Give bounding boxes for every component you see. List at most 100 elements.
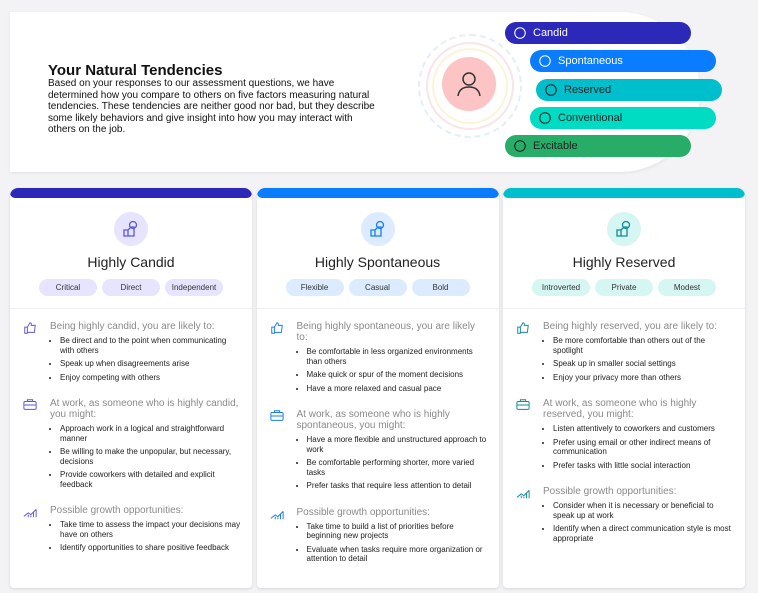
tendency-card-2: Highly Reserved Introverted Private Modest… [503, 188, 745, 588]
factor-pill-excitable[interactable]: Excitable [505, 135, 691, 157]
bullet-list: Listen attentively to coworkers and cust… [543, 424, 735, 470]
factor-icon [539, 55, 551, 67]
divider [10, 308, 252, 309]
section-heading: Possible growth opportunities: [296, 506, 430, 518]
factor-label: Excitable [533, 140, 578, 152]
card-section: At work, as someone who is highly reserv… [503, 398, 745, 470]
factor-icon [539, 112, 551, 124]
section-heading: At work, as someone who is highly reserv… [543, 398, 697, 420]
list-item: Consider when it is necessary or benefic… [553, 501, 735, 520]
card-section: At work, as someone who is highly sponta… [257, 409, 499, 491]
card-section: Being highly spontaneous, you are likely… [257, 321, 499, 393]
section-heading: Being highly spontaneous, you are likely… [296, 321, 475, 343]
card-section: Possible growth opportunities: Consider w… [503, 486, 745, 543]
trait-chips: Introverted Private Modest [503, 279, 745, 296]
list-item: Identify opportunities to share positive… [60, 543, 242, 553]
bullet-list: Have a more flexible and unstructured ap… [297, 435, 489, 491]
growth-chart-icon [270, 510, 284, 519]
factor-label: Conventional [558, 112, 623, 124]
bullet-list: Be direct and to the point when communic… [50, 336, 242, 382]
list-item: Enjoy competing with others [60, 373, 242, 383]
trait-chip: Bold [411, 279, 470, 296]
card-section: At work, as someone who is highly candid… [10, 398, 252, 489]
list-item: Provide coworkers with detailed and expl… [60, 470, 242, 489]
section-heading: Possible growth opportunities: [543, 486, 677, 497]
tendency-icon [114, 212, 148, 246]
factor-label: Reserved [564, 84, 612, 96]
list-item: Prefer using email or other indirect mea… [553, 438, 735, 457]
section-heading: At work, as someone who is highly sponta… [296, 409, 450, 431]
bullet-list: Be comfortable in less organized environ… [297, 347, 489, 393]
factor-pill-candid[interactable]: Candid [505, 22, 691, 44]
list-item: Identify when a direct communication sty… [553, 524, 735, 543]
divider [256, 308, 499, 309]
card-title: Highly Reserved [572, 254, 676, 270]
card-title: Highly Spontaneous [314, 254, 441, 270]
list-item: Be more comfortable than others out of t… [553, 336, 735, 355]
list-item: Approach work in a logical and straightf… [60, 424, 242, 443]
section-heading: Being highly candid, you are likely to: [50, 321, 215, 332]
list-item: Prefer tasks that require less attention… [307, 481, 489, 491]
list-item: Prefer tasks with little social interact… [553, 461, 735, 471]
bullet-list: Consider when it is necessary or benefic… [543, 501, 735, 543]
thumbs-up-icon [270, 322, 283, 334]
growth-chart-icon [516, 490, 530, 499]
avatar [442, 57, 496, 111]
growth-chart-icon [23, 509, 37, 518]
trait-chip: Critical [39, 279, 97, 296]
bullet-list: Approach work in a logical and straightf… [50, 424, 242, 489]
factor-icon [545, 84, 557, 96]
list-item: Be willing to make the unpopular, but ne… [60, 447, 242, 466]
tendency-icon [607, 212, 641, 246]
briefcase-icon [23, 399, 37, 410]
page-description: Based on your responses to our assessmen… [48, 78, 375, 135]
list-item: Be comfortable performing shorter, more … [307, 458, 489, 477]
factor-label: Candid [533, 27, 568, 39]
list-item: Have a more relaxed and casual pace [307, 384, 489, 394]
list-item: Speak up in smaller social settings [553, 359, 735, 369]
card-section: Being highly reserved, you are likely to… [503, 321, 745, 382]
briefcase-icon [269, 410, 284, 421]
avatar-rings [418, 34, 522, 138]
trait-chip: Introverted [532, 279, 590, 296]
divider [503, 308, 745, 309]
list-item: Be comfortable in less organized environ… [307, 347, 489, 366]
page-title: Your Natural Tendencies [48, 62, 223, 79]
trait-chip: Modest [658, 279, 716, 296]
card-section: Being highly candid, you are likely to: B… [10, 321, 252, 382]
card-color-bar [503, 188, 745, 198]
card-title: Highly Candid [87, 254, 175, 270]
list-item: Evaluate when tasks require more organiz… [307, 545, 489, 564]
trait-chip: Casual [348, 279, 407, 296]
card-section: Possible growth opportunities: Take time … [257, 507, 499, 564]
section-heading: Being highly reserved, you are likely to… [543, 321, 717, 332]
briefcase-icon [516, 399, 530, 410]
factor-pill-spontaneous[interactable]: Spontaneous [530, 50, 716, 72]
factor-pill-conventional[interactable]: Conventional [530, 107, 716, 129]
bullet-list: Take time to assess the impact your deci… [50, 520, 242, 553]
thumbs-up-icon [517, 322, 529, 334]
list-item: Enjoy your privacy more than others [553, 373, 735, 383]
factor-pill-reserved[interactable]: Reserved [536, 79, 722, 101]
card-color-bar [10, 188, 252, 198]
list-item: Be direct and to the point when communic… [60, 336, 242, 355]
tendency-icon [360, 212, 395, 246]
factor-icon [514, 140, 526, 152]
list-item: Have a more flexible and unstructured ap… [307, 435, 489, 454]
section-heading: Possible growth opportunities: [50, 505, 184, 516]
list-item: Speak up when disagreements arise [60, 359, 242, 369]
list-item: Take time to build a list of priorities … [307, 522, 489, 541]
list-item: Listen attentively to coworkers and cust… [553, 424, 735, 434]
bullet-list: Take time to build a list of priorities … [297, 522, 489, 564]
section-heading: At work, as someone who is highly candid… [50, 398, 239, 420]
card-color-bar [256, 188, 499, 198]
list-item: Take time to assess the impact your deci… [60, 520, 242, 539]
factor-label: Spontaneous [558, 55, 623, 67]
thumbs-up-icon [24, 322, 36, 334]
list-item: Make quick or spur of the moment decisio… [307, 370, 489, 380]
trait-chip: Private [595, 279, 653, 296]
